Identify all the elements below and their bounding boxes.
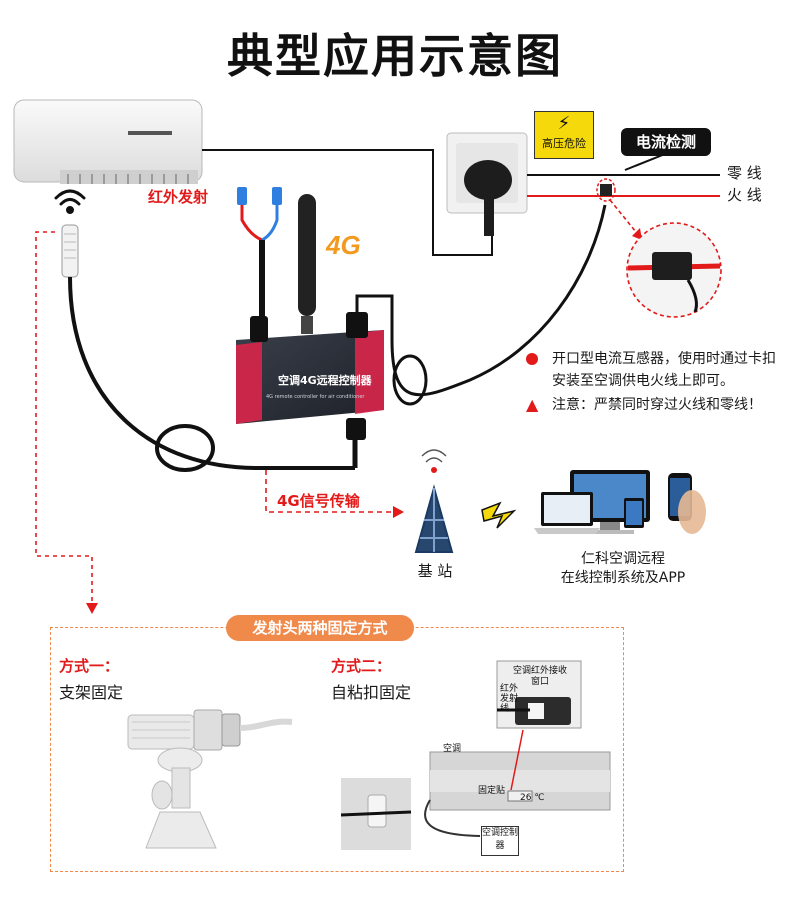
method1-title: 方式一： bbox=[59, 657, 120, 675]
signal-label: 4G信号传输 bbox=[277, 492, 360, 510]
ac-power-cord bbox=[202, 149, 493, 256]
inset-tx-label: 红外发射线 bbox=[500, 684, 519, 714]
current-clamp bbox=[596, 178, 616, 202]
temp-display: 26 ℃ bbox=[520, 793, 545, 803]
ac-sticker-diagram bbox=[424, 729, 611, 837]
neutral-label: 零 线 bbox=[727, 164, 762, 182]
note-item: 开口型电流互感器，使用时通过卡扣安装至空调供电火线上即可。 bbox=[522, 348, 784, 392]
bullet-dot-icon bbox=[526, 353, 538, 365]
ct-notes: 开口型电流互感器，使用时通过卡扣安装至空调供电火线上即可。 ▲ 注意：严禁同时穿… bbox=[522, 348, 784, 418]
arrow-right-icon bbox=[393, 506, 404, 518]
system-line2: 在线控制系统及APP bbox=[560, 570, 686, 586]
wireless-link-icon bbox=[481, 501, 517, 529]
current-detect-tag: 电流检测 bbox=[621, 128, 711, 156]
page-title: 典型应用示意图 bbox=[227, 29, 563, 83]
device-name: 空调4G远程控制器 bbox=[278, 373, 373, 387]
warning-text: 注意：严禁同时穿过火线和零线！ bbox=[552, 397, 762, 413]
air-conditioner-unit bbox=[13, 99, 203, 184]
antenna bbox=[298, 194, 316, 334]
method2-title: 方式二： bbox=[331, 657, 392, 675]
live-label: 火 线 bbox=[727, 186, 762, 204]
power-terminals bbox=[237, 187, 282, 320]
high-voltage-label: 高压危险 bbox=[542, 137, 586, 150]
method2-desc: 自粘扣固定 bbox=[331, 683, 412, 702]
ir-emitter bbox=[61, 224, 79, 278]
ac-label: 空调 bbox=[443, 744, 462, 754]
infrared-label: 红外发射 bbox=[148, 188, 209, 206]
ir-signal-icon bbox=[54, 189, 86, 214]
lightning-icon: ⚡ bbox=[557, 113, 571, 134]
base-station-label: 基 站 bbox=[417, 562, 453, 580]
wall-socket bbox=[446, 132, 528, 236]
controller-device bbox=[236, 312, 384, 440]
note-text: 开口型电流互感器，使用时通过卡扣安装至空调供电火线上即可。 bbox=[552, 351, 776, 389]
system-label: 仁科空调远程 在线控制系统及APP bbox=[543, 550, 703, 588]
ir-path-dashed bbox=[35, 231, 93, 605]
bracket-mount-image bbox=[127, 709, 293, 849]
fixing-header: 发射头两种固定方式 bbox=[226, 615, 414, 641]
base-station-tower bbox=[414, 449, 454, 553]
warning-triangle-icon: ▲ bbox=[526, 395, 539, 414]
ir-cable bbox=[68, 276, 355, 471]
adhesive-mount-image bbox=[340, 778, 412, 850]
device-subtitle: 4G remote controller for air conditioner bbox=[266, 394, 365, 400]
system-line1: 仁科空调远程 bbox=[581, 551, 665, 567]
ac-receiver-inset bbox=[496, 660, 582, 729]
sensor-cable bbox=[355, 204, 607, 397]
high-voltage-sign: ⚡ 高压危险 bbox=[534, 111, 594, 159]
ct-zoom-view bbox=[626, 222, 722, 318]
sticker-label: 固定贴 bbox=[478, 786, 506, 796]
app-devices bbox=[534, 470, 706, 534]
arrow-down-icon bbox=[86, 603, 98, 614]
method1-desc: 支架固定 bbox=[59, 683, 124, 702]
controller-box-label: 空调控制器 bbox=[481, 826, 519, 856]
warning-item: ▲ 注意：严禁同时穿过火线和零线！ bbox=[522, 394, 784, 416]
four-g-logo: 4G bbox=[325, 230, 361, 260]
inset-window-label: 空调红外接收窗口 bbox=[512, 666, 567, 687]
signal-path bbox=[265, 470, 395, 513]
